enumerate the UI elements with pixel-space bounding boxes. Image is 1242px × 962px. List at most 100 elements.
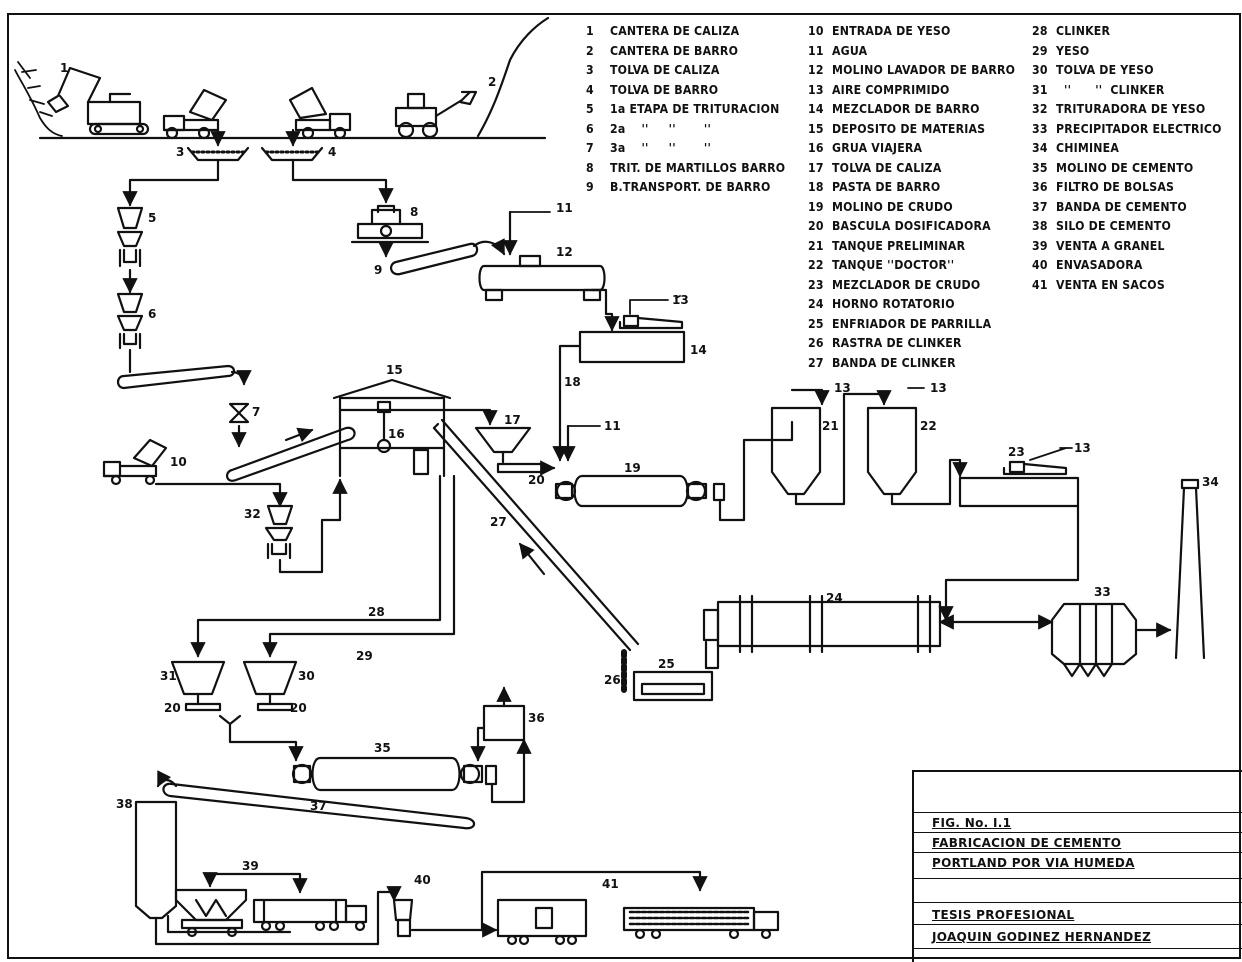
conveyor-to-storage	[227, 428, 355, 481]
bag-filter	[484, 706, 524, 740]
label-36: 36	[528, 711, 545, 725]
rail-car	[498, 900, 586, 944]
legend-item: 29YESO	[1032, 42, 1222, 62]
label-3: 3	[176, 145, 184, 159]
doctor-tank	[868, 408, 916, 494]
label-11-washmill: 11	[556, 201, 573, 215]
label-28: 28	[368, 605, 385, 619]
label-32: 32	[244, 507, 261, 521]
figure-number: FIG. No. I.1	[932, 816, 1011, 830]
front-loader	[396, 92, 476, 137]
legend-column-3: 28CLINKER 29YESO 30TOLVA DE YESO 31 '' '…	[1032, 22, 1222, 295]
cement-silo	[136, 802, 176, 918]
label-31: 31	[160, 669, 177, 683]
label-8: 8	[410, 205, 418, 219]
label-13-tank-21: 13	[834, 381, 851, 395]
conveyor-clay	[391, 244, 477, 274]
label-21: 21	[822, 419, 839, 433]
label-24: 24	[826, 591, 843, 605]
legend-item: 40ENVASADORA	[1032, 256, 1222, 276]
gypsum-truck	[104, 440, 166, 484]
limestone-hopper	[476, 428, 530, 452]
legend-item: 2CANTERA DE BARRO	[586, 42, 785, 62]
cement-mill	[293, 758, 496, 790]
crusher-stage-1	[118, 208, 142, 266]
legend-item: 1CANTERA DE CALIZA	[586, 22, 785, 42]
label-38: 38	[116, 797, 133, 811]
gypsum-crusher	[266, 506, 292, 558]
legend-item: 25ENFRIADOR DE PARRILLA	[808, 315, 1015, 335]
drawing-title-line-2: PORTLAND POR VIA HUMEDA	[932, 856, 1135, 870]
raw-mixer	[960, 462, 1078, 506]
thesis-label: TESIS PROFESIONAL	[932, 908, 1074, 922]
author-name: JOAQUIN GODINEZ HERNANDEZ	[932, 930, 1151, 944]
flow-clinker	[198, 476, 440, 656]
label-18: 18	[564, 375, 581, 389]
label-16: 16	[388, 427, 405, 441]
legend-item: 32TRITURADORA DE YESO	[1032, 100, 1222, 120]
legend-item: 3TOLVA DE CALIZA	[586, 61, 785, 81]
chimney	[1176, 480, 1204, 658]
label-27: 27	[490, 515, 507, 529]
bulk-cement-truck	[254, 900, 366, 930]
legend-item: 14MEZCLADOR DE BARRO	[808, 100, 1015, 120]
label-22: 22	[920, 419, 937, 433]
label-13-clay-mixer: 13	[672, 293, 689, 307]
crusher-stage-2	[118, 294, 142, 348]
dump-truck-clay	[290, 88, 350, 138]
legend-item: 37BANDA DE CEMENTO	[1032, 198, 1222, 218]
legend-item: 17TOLVA DE CALIZA	[808, 159, 1015, 179]
label-5: 5	[148, 211, 156, 225]
label-29: 29	[356, 649, 373, 663]
legend-item: 16GRUA VIAJERA	[808, 139, 1015, 159]
legend-item: 33PRECIPITADOR ELECTRICO	[1032, 120, 1222, 140]
label-34: 34	[1202, 475, 1219, 489]
label-10: 10	[170, 455, 187, 469]
crusher-stage-3	[230, 404, 248, 422]
preliminary-tank	[772, 408, 820, 494]
label-35: 35	[374, 741, 391, 755]
clay-mixer	[580, 316, 684, 362]
label-20-gypsum: 20	[290, 701, 307, 715]
electric-precipitator	[1052, 604, 1136, 676]
flow-washmill-to-mixer	[592, 290, 612, 330]
label-2: 2	[488, 75, 496, 89]
label-25: 25	[658, 657, 675, 671]
excavator	[48, 68, 148, 134]
hopper-limestone	[188, 148, 248, 160]
clinker-hopper	[172, 662, 224, 694]
title-block: FIG. No. I.1 FABRICACION DE CEMENTO PORT…	[912, 770, 1242, 962]
label-39: 39	[242, 859, 259, 873]
conveyor-limestone	[118, 366, 234, 388]
label-20-clinker: 20	[164, 701, 181, 715]
raw-mill	[556, 476, 724, 506]
drawing-title-line-1: FABRICACION DE CEMENTO	[932, 836, 1121, 850]
label-41: 41	[602, 877, 619, 891]
label-12: 12	[556, 245, 573, 259]
label-13-tank-22: 13	[930, 381, 947, 395]
rotary-kiln	[704, 596, 940, 668]
dump-truck-limestone	[164, 90, 226, 138]
label-30: 30	[298, 669, 315, 683]
flow-limestone-to-crushers	[130, 160, 218, 205]
label-20-raw: 20	[528, 473, 545, 487]
label-13-raw-mixer: 13	[1074, 441, 1091, 455]
